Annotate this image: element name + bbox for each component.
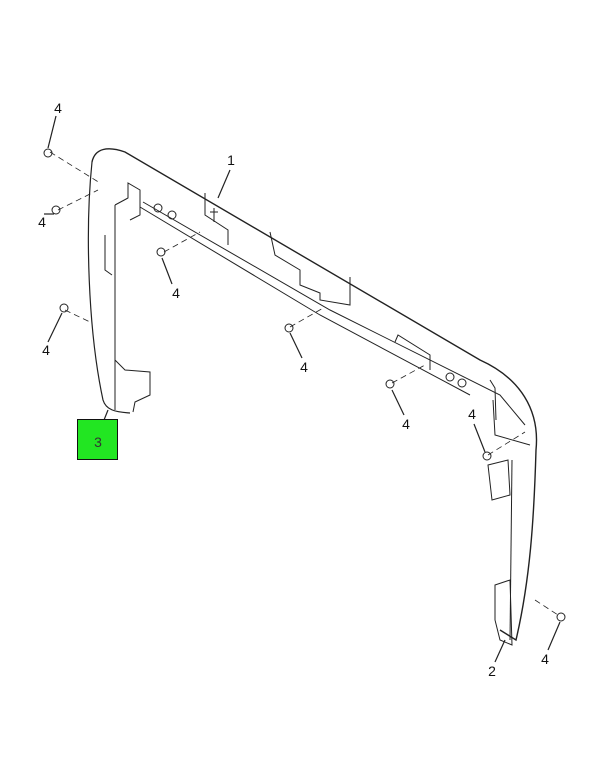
nut-icons [43,148,566,622]
callout-4[interactable]: 4 [468,406,476,422]
panel-left-edge [87,161,131,414]
right-bracket-upper [487,399,531,501]
callout-4[interactable]: 4 [300,359,308,375]
callout-2[interactable]: 2 [488,663,496,679]
holes [153,203,467,388]
highlighted-callout-box[interactable] [77,419,118,460]
panel-inner-left [104,182,151,413]
callout-4[interactable]: 4 [54,100,62,116]
callout-4[interactable]: 4 [42,342,50,358]
leader-lines [44,115,561,663]
callout-4[interactable]: 4 [541,651,549,667]
panel-lower-edge [139,201,526,426]
panel-steps [204,193,497,421]
callout-4[interactable]: 4 [402,416,410,432]
right-bracket-lower [494,579,513,646]
callout-4[interactable]: 4 [38,214,46,230]
callout-1[interactable]: 1 [227,152,235,168]
fastener-lines [49,151,559,616]
panel-outline [91,148,538,642]
callout-4[interactable]: 4 [172,285,180,301]
right-inner-edge [509,459,513,641]
callout-3[interactable]: 3 [94,434,102,450]
